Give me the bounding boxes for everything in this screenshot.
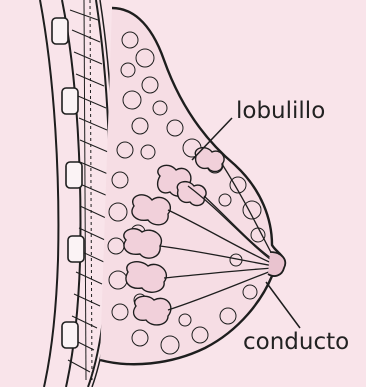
nipple bbox=[268, 252, 285, 276]
label-duct: conducto bbox=[243, 329, 349, 355]
label-lobule: lobulillo bbox=[236, 98, 325, 124]
